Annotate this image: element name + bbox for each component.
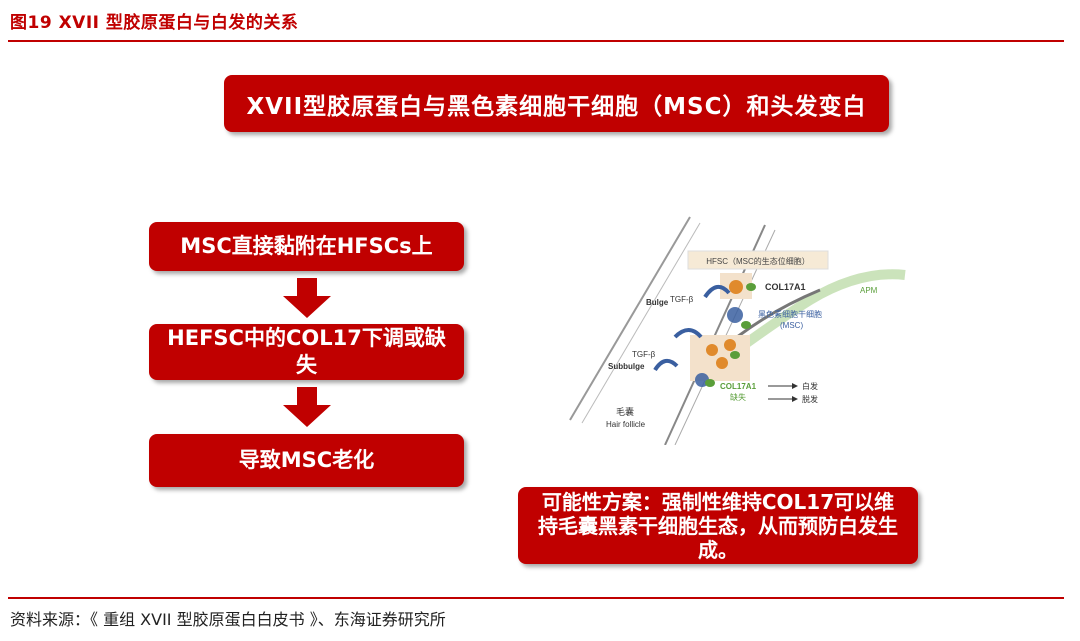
flow-step-1: MSC直接黏附在HFSCs上 (149, 222, 464, 271)
source-divider (8, 597, 1064, 599)
subbulge-label: Subbulge (608, 362, 645, 371)
white-hair-label: 白发 (802, 381, 818, 391)
follicle-label-cn: 毛囊 (616, 406, 634, 417)
title-divider (8, 40, 1064, 42)
niche-label: HFSC（MSC的生态位细胞） (706, 256, 810, 266)
col17a1-loss-label: COL17A1 (720, 382, 757, 391)
msc-label: 黑色素细胞干细胞 (758, 309, 822, 319)
msc-abbr: (MSC) (780, 321, 803, 330)
down-arrow-icon (283, 278, 331, 318)
col17a1-label: COL17A1 (765, 282, 806, 292)
flow-step-2: HEFSC中的COL17下调或缺失 (149, 324, 464, 380)
follicle-label-en: Hair follicle (606, 420, 646, 429)
source-note: 资料来源：《 重组 XVII 型胶原蛋白白皮书 》、东海证券研究所 (10, 610, 446, 629)
tgf-label-1: TGF-β (670, 295, 694, 304)
loss-label: 缺失 (730, 392, 746, 402)
hair-loss-label: 脱发 (802, 394, 818, 404)
figure-title: 图19 XVII 型胶原蛋白与白发的关系 (10, 13, 299, 33)
hair-follicle-diagram: HFSC（MSC的生态位细胞） COL17A1 APM Bulge TGF-β … (569, 216, 906, 445)
apm-label: APM (860, 286, 878, 295)
proposal-box: 可能性方案：强制性维持COL17可以维持毛囊黑素干细胞生态，从而预防白发生成。 (518, 487, 918, 564)
down-arrow-icon (283, 387, 331, 427)
bulge-label: Bulge (646, 298, 669, 307)
tgf-label-2: TGF-β (632, 350, 656, 359)
flow-step-3: 导致MSC老化 (149, 434, 464, 487)
headline-banner: XVII型胶原蛋白与黑色素细胞干细胞（MSC）和头发变白 (224, 75, 889, 132)
